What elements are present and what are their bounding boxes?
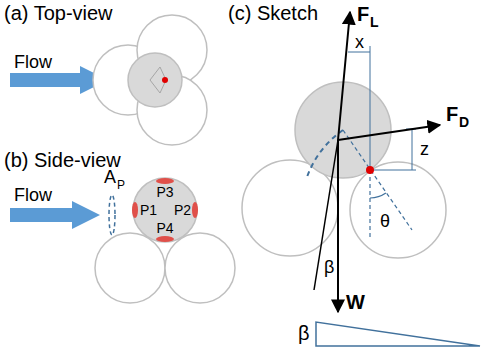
dimension-label: z [420, 140, 429, 158]
pivot-dot [162, 77, 168, 83]
point-label: P1 [140, 203, 157, 217]
force-symbol: F [446, 104, 458, 124]
angle-label: β [298, 323, 310, 343]
panel-title: (b) Side-view [4, 150, 121, 170]
subscript: D [459, 115, 469, 129]
vertical-line [369, 170, 370, 240]
flow-label: Flow [14, 53, 52, 71]
panel-title: (a) Top-view [4, 3, 113, 23]
sphere [165, 233, 235, 303]
pressure-point [156, 236, 174, 242]
dimension-line [348, 52, 370, 53]
panel-title: (c) Sketch [228, 3, 318, 23]
subscript: P [117, 179, 125, 191]
angle-label: θ [380, 212, 390, 230]
force-symbol: F [357, 4, 369, 24]
symbol: A [104, 168, 116, 186]
point-label: P3 [156, 185, 173, 199]
flow-label: Flow [14, 186, 52, 204]
grain [128, 53, 182, 107]
sketch [242, 12, 480, 346]
point-label: P2 [174, 203, 191, 217]
point-label: P4 [156, 221, 173, 235]
side-view [10, 178, 235, 303]
lift-arrow [338, 12, 350, 140]
weight-arrow [337, 140, 339, 312]
top-view [10, 15, 207, 145]
grain [133, 178, 197, 242]
pivot-dot [366, 166, 374, 174]
dimension-line [370, 46, 371, 170]
angle-arc [370, 193, 386, 198]
drag-arrow [338, 125, 440, 140]
dimension-label: x [355, 33, 364, 51]
dimension-line [412, 129, 413, 170]
normal-line [343, 130, 412, 230]
dimension-line [370, 170, 416, 171]
subscript: L [370, 15, 379, 29]
sphere [95, 233, 165, 303]
pressure-point [132, 202, 138, 218]
angle-label: β [324, 258, 334, 276]
force-symbol: W [346, 292, 365, 312]
sphere [350, 162, 446, 258]
tilt-line [314, 140, 338, 290]
flow-arrow [10, 201, 100, 229]
projected-area [109, 195, 115, 235]
pressure-point [156, 178, 174, 184]
slope-wedge [316, 322, 480, 346]
pressure-point [192, 202, 198, 218]
